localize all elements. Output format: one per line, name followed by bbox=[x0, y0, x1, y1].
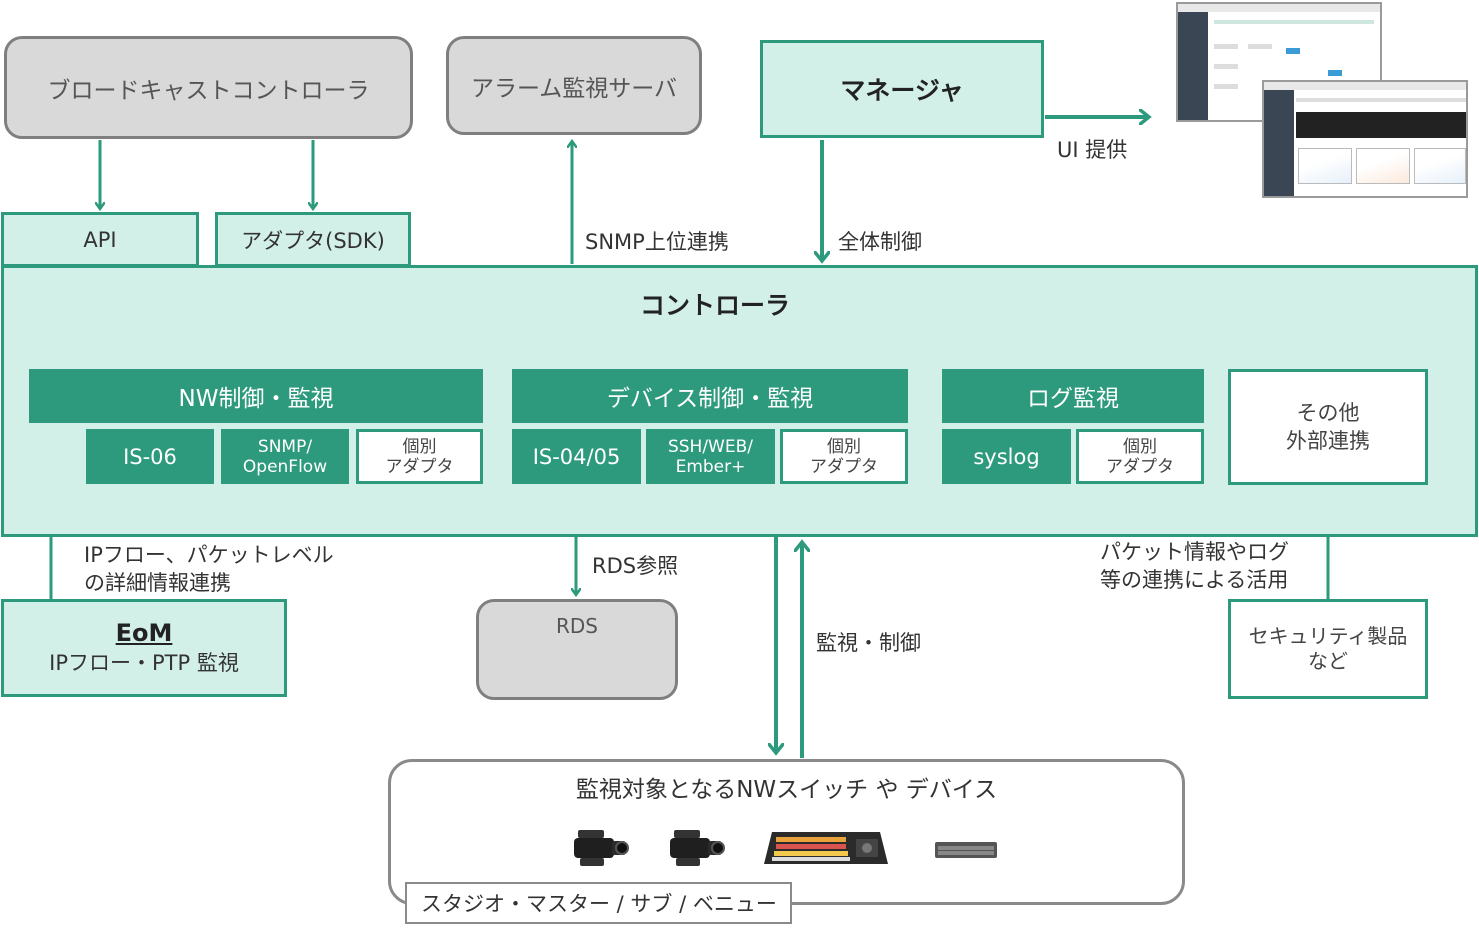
nw-adapter-line1: 個別 bbox=[402, 436, 437, 457]
is06-label: IS-06 bbox=[123, 444, 177, 469]
syslog-module: syslog bbox=[942, 429, 1071, 484]
eom-title: EoM bbox=[115, 619, 173, 647]
packet-line1: パケット情報やログ bbox=[1100, 540, 1289, 564]
alarm-server-label: アラーム監視サーバ bbox=[470, 75, 678, 102]
log-monitor-header-label: ログ監視 bbox=[1027, 386, 1119, 412]
ip-flow-line2: の詳細情報連携 bbox=[84, 571, 231, 595]
snmp-upper-label: SNMP上位連携 bbox=[585, 230, 729, 254]
manager-label: マネージャ bbox=[840, 76, 964, 105]
alarm-server-box: アラーム監視サーバ bbox=[446, 36, 702, 135]
log-monitor-header: ログ監視 bbox=[942, 369, 1204, 423]
device-adapter-line2: アダプタ bbox=[810, 456, 878, 477]
studio-label-box: スタジオ・マスター / サブ / ベニュー bbox=[405, 882, 792, 924]
log-adapter-module: 個別 アダプタ bbox=[1076, 429, 1204, 484]
overall-control-label: 全体制御 bbox=[838, 230, 922, 254]
nw-control-header-label: NW制御・監視 bbox=[178, 386, 334, 412]
ssh-web-line1: SSH/WEB/ bbox=[667, 436, 754, 457]
other-line2: 外部連携 bbox=[1286, 429, 1370, 453]
other-line1: その他 bbox=[1296, 401, 1360, 425]
packet-info-label: パケット情報やログ 等の連携による活用 bbox=[1100, 538, 1289, 594]
rds-box: RDS bbox=[476, 599, 678, 700]
broadcast-controller-label: ブロードキャストコントローラ bbox=[47, 77, 370, 104]
api-label: API bbox=[83, 227, 117, 252]
manager-box: マネージャ bbox=[760, 40, 1044, 138]
studio-label: スタジオ・マスター / サブ / ベニュー bbox=[421, 892, 777, 916]
eom-box: EoM IPフロー・PTP 監視 bbox=[1, 599, 287, 697]
ip-flow-label: IPフロー、パケットレベル の詳細情報連携 bbox=[84, 541, 334, 597]
adapter-sdk-interface: アダプタ(SDK) bbox=[215, 212, 411, 267]
network-switch-icon bbox=[935, 842, 997, 858]
is04-module: IS-04/05 bbox=[512, 429, 641, 484]
eom-subtitle: IPフロー・PTP 監視 bbox=[49, 651, 239, 675]
device-adapter-line1: 個別 bbox=[827, 436, 861, 457]
device-adapter-module: 個別 アダプタ bbox=[780, 429, 908, 484]
controller-title: コントローラ bbox=[639, 291, 790, 320]
ui-dashboard-image bbox=[1262, 80, 1468, 198]
snmp-openflow-line1: SNMP/ bbox=[257, 436, 313, 457]
ssh-web-ember-module: SSH/WEB/ Ember+ bbox=[646, 429, 775, 484]
snmp-openflow-line2: OpenFlow bbox=[242, 456, 328, 477]
adapter-sdk-label: アダプタ(SDK) bbox=[241, 228, 385, 253]
rds-label: RDS bbox=[556, 614, 598, 638]
security-line1: セキュリティ製品 bbox=[1248, 624, 1408, 648]
is06-module: IS-06 bbox=[86, 429, 214, 484]
rds-ref-label: RDS参照 bbox=[592, 554, 679, 578]
ui-provide-label: UI 提供 bbox=[1057, 138, 1128, 162]
other-external-module: その他 外部連携 bbox=[1228, 369, 1428, 485]
log-adapter-line1: 個別 bbox=[1123, 436, 1157, 457]
api-interface: API bbox=[1, 212, 199, 267]
broadcast-controller-box: ブロードキャストコントローラ bbox=[4, 36, 413, 139]
switcher-panel-icon bbox=[764, 832, 888, 864]
packet-line2: 等の連携による活用 bbox=[1100, 568, 1289, 592]
syslog-label: syslog bbox=[973, 444, 1040, 469]
monitor-control-label: 監視・制御 bbox=[816, 631, 921, 655]
monitored-targets-title: 監視対象となるNWスイッチ や デバイス bbox=[575, 777, 998, 803]
camera-icon bbox=[670, 830, 725, 866]
nw-control-header: NW制御・監視 bbox=[29, 369, 483, 423]
ip-flow-line1: IPフロー、パケットレベル bbox=[84, 543, 334, 567]
security-products-box: セキュリティ製品 など bbox=[1228, 599, 1428, 699]
ssh-web-line2: Ember+ bbox=[675, 456, 746, 477]
nw-adapter-module: 個別 アダプタ bbox=[356, 429, 483, 484]
log-adapter-line2: アダプタ bbox=[1106, 456, 1174, 477]
is04-label: IS-04/05 bbox=[532, 444, 621, 469]
device-control-header-label: デバイス制御・監視 bbox=[606, 386, 814, 412]
security-line2: など bbox=[1308, 649, 1348, 673]
snmp-openflow-module: SNMP/ OpenFlow bbox=[221, 429, 349, 484]
nw-adapter-line2: アダプタ bbox=[385, 456, 454, 477]
device-control-header: デバイス制御・監視 bbox=[512, 369, 908, 423]
camera-icon bbox=[574, 830, 629, 866]
